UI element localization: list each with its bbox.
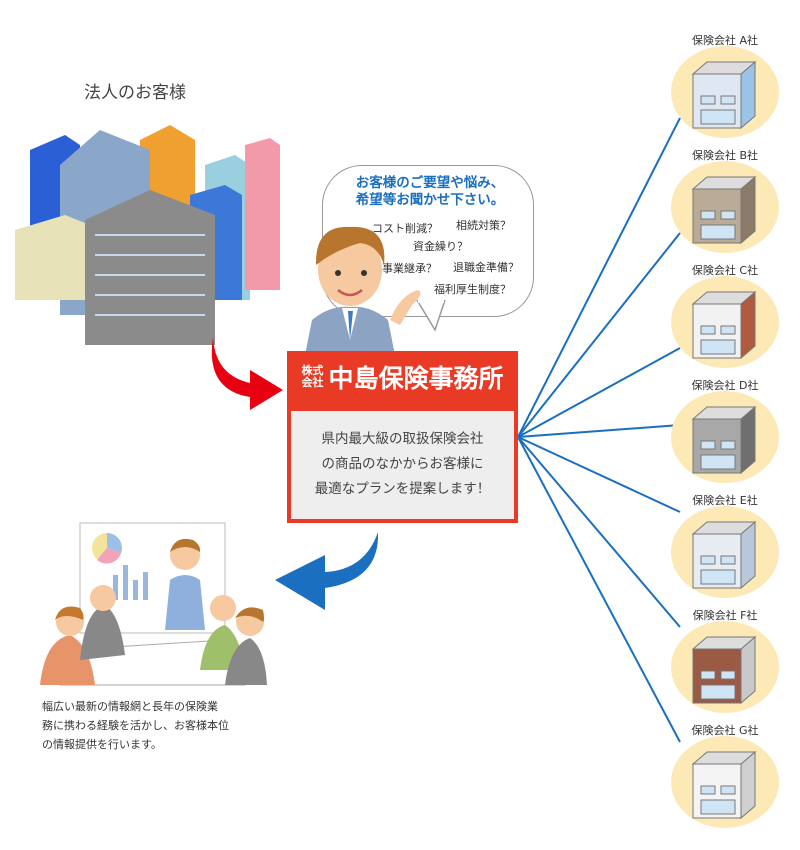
company-building-icon bbox=[671, 621, 779, 713]
question: 相続対策？ bbox=[456, 219, 511, 232]
description-line: 最適なプランを提案します！ bbox=[314, 481, 491, 497]
connector-line bbox=[517, 436, 681, 743]
client-title: 法人のお客様 bbox=[84, 83, 186, 103]
company-type: 株式会社 bbox=[301, 365, 323, 389]
corporate-buildings-illustration bbox=[15, 125, 280, 345]
building-icon bbox=[691, 405, 757, 475]
company-label: 保険会社 G社 bbox=[691, 724, 759, 737]
company-building-icon bbox=[671, 736, 779, 828]
office-name: 中島保険事務所 bbox=[328, 364, 504, 393]
speech-bubble-tail bbox=[416, 300, 446, 332]
company-building-icon bbox=[671, 276, 779, 368]
company-building-icon bbox=[671, 46, 779, 138]
bubble-heading-line: お客様のご要望や悩み、 bbox=[355, 175, 505, 191]
office-box: 株式会社 中島保険事務所 県内最大級の取扱保険会社 の商品のなかからお客様に 最… bbox=[287, 351, 518, 523]
connector-line bbox=[517, 117, 681, 438]
note-line: 務に携わる経験を活かし、お客様本位 bbox=[42, 719, 229, 732]
red-arrow-icon bbox=[211, 337, 283, 410]
company-building-icon bbox=[671, 161, 779, 253]
connector-line bbox=[517, 436, 681, 628]
bubble-heading: お客様のご要望や悩み、 希望等お聞かせ下さい。 bbox=[340, 175, 520, 209]
service-note: 幅広い最新の情報網と長年の保険業 務に携わる経験を活かし、お客様本位 の情報提供… bbox=[42, 697, 257, 754]
company-building-icon bbox=[671, 391, 779, 483]
company-label: 保険会社 B社 bbox=[691, 149, 759, 162]
connector-line bbox=[517, 347, 681, 438]
company-type-line: 株式 bbox=[301, 364, 324, 377]
office-description: 県内最大級の取扱保険会社 の商品のなかからお客様に 最適なプランを提案します！ bbox=[291, 411, 514, 519]
connector-line bbox=[517, 436, 681, 513]
connector-line bbox=[517, 424, 681, 438]
company-label: 保険会社 C社 bbox=[691, 264, 759, 277]
question: コスト削減？ bbox=[372, 222, 438, 235]
connector-line bbox=[517, 232, 681, 438]
building-icon bbox=[691, 750, 757, 820]
blue-arrow-icon bbox=[275, 532, 379, 610]
question: 福利厚生制度？ bbox=[434, 283, 511, 296]
description-line: の商品のなかからお客様に bbox=[321, 456, 484, 472]
note-line: 幅広い最新の情報網と長年の保険業 bbox=[42, 700, 218, 713]
company-label: 保険会社 D社 bbox=[691, 379, 759, 392]
office-title: 株式会社 中島保険事務所 bbox=[287, 359, 518, 395]
question: 資金繰り？ bbox=[413, 240, 468, 253]
building-icon bbox=[691, 60, 757, 130]
building-icon bbox=[691, 290, 757, 360]
company-type-line: 会社 bbox=[301, 376, 324, 389]
building-icon bbox=[691, 175, 757, 245]
consultant-illustration bbox=[305, 226, 421, 355]
company-label: 保険会社 F社 bbox=[692, 609, 758, 622]
note-line: の情報提供を行います。 bbox=[42, 738, 162, 751]
question: 事業継承？ bbox=[382, 262, 437, 275]
company-label: 保険会社 A社 bbox=[691, 34, 759, 47]
building-icon bbox=[691, 635, 757, 705]
building-icon bbox=[691, 520, 757, 590]
bubble-heading-line: 希望等お聞かせ下さい。 bbox=[355, 192, 505, 208]
company-label: 保険会社 E社 bbox=[692, 494, 758, 507]
company-building-icon bbox=[671, 506, 779, 598]
question: 退職金準備？ bbox=[453, 261, 519, 274]
meeting-illustration bbox=[40, 522, 267, 686]
description-line: 県内最大級の取扱保険会社 bbox=[321, 431, 484, 447]
